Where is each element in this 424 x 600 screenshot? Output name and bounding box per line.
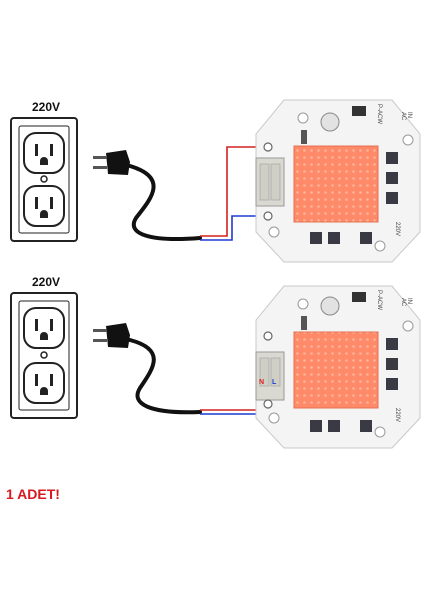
module-model-top: P-ACW <box>376 104 382 124</box>
terminal-l-top <box>263 211 273 221</box>
panel-bottom: N L P-ACW AC IN 220V <box>10 285 421 449</box>
module-rating-top: 220V <box>394 222 400 236</box>
wall-outlet-icon <box>10 117 78 242</box>
module-model-bottom: P-ACW <box>376 290 382 310</box>
wall-outlet-icon <box>10 292 78 419</box>
led-array <box>293 331 379 409</box>
led-chip-module-icon <box>255 285 421 449</box>
terminal-label-l: L <box>272 379 277 386</box>
terminal-screw-bottom-2 <box>263 399 273 409</box>
terminal-block-icon <box>255 351 285 401</box>
led-array <box>293 145 379 223</box>
wire-neutral-top <box>200 215 262 241</box>
panel-top: P-ACW AC IN 220V <box>10 99 421 263</box>
wire-live-top <box>200 146 262 237</box>
led-chip-module-icon <box>255 99 421 263</box>
module-rating-bottom: 220V <box>394 408 400 422</box>
module-side-label-top-1: AC <box>400 112 406 121</box>
terminal-block-icon <box>255 157 285 207</box>
module-side-label-top-2: IN <box>406 112 412 118</box>
terminal-label-n: N <box>259 379 264 386</box>
power-plug-icon <box>93 323 202 415</box>
voltage-label-top: 220V <box>32 100 61 114</box>
quantity-caption: 1 ADET! <box>6 486 60 502</box>
terminal-screw-bottom <box>263 331 273 341</box>
terminal-n-top <box>263 142 273 152</box>
module-side-label-bottom-1: AC <box>400 298 406 307</box>
voltage-label-bottom: 220V <box>32 275 61 289</box>
wire-live-bottom <box>200 396 263 411</box>
module-side-label-bottom-2: IN <box>406 298 412 304</box>
power-plug-icon <box>93 150 202 241</box>
